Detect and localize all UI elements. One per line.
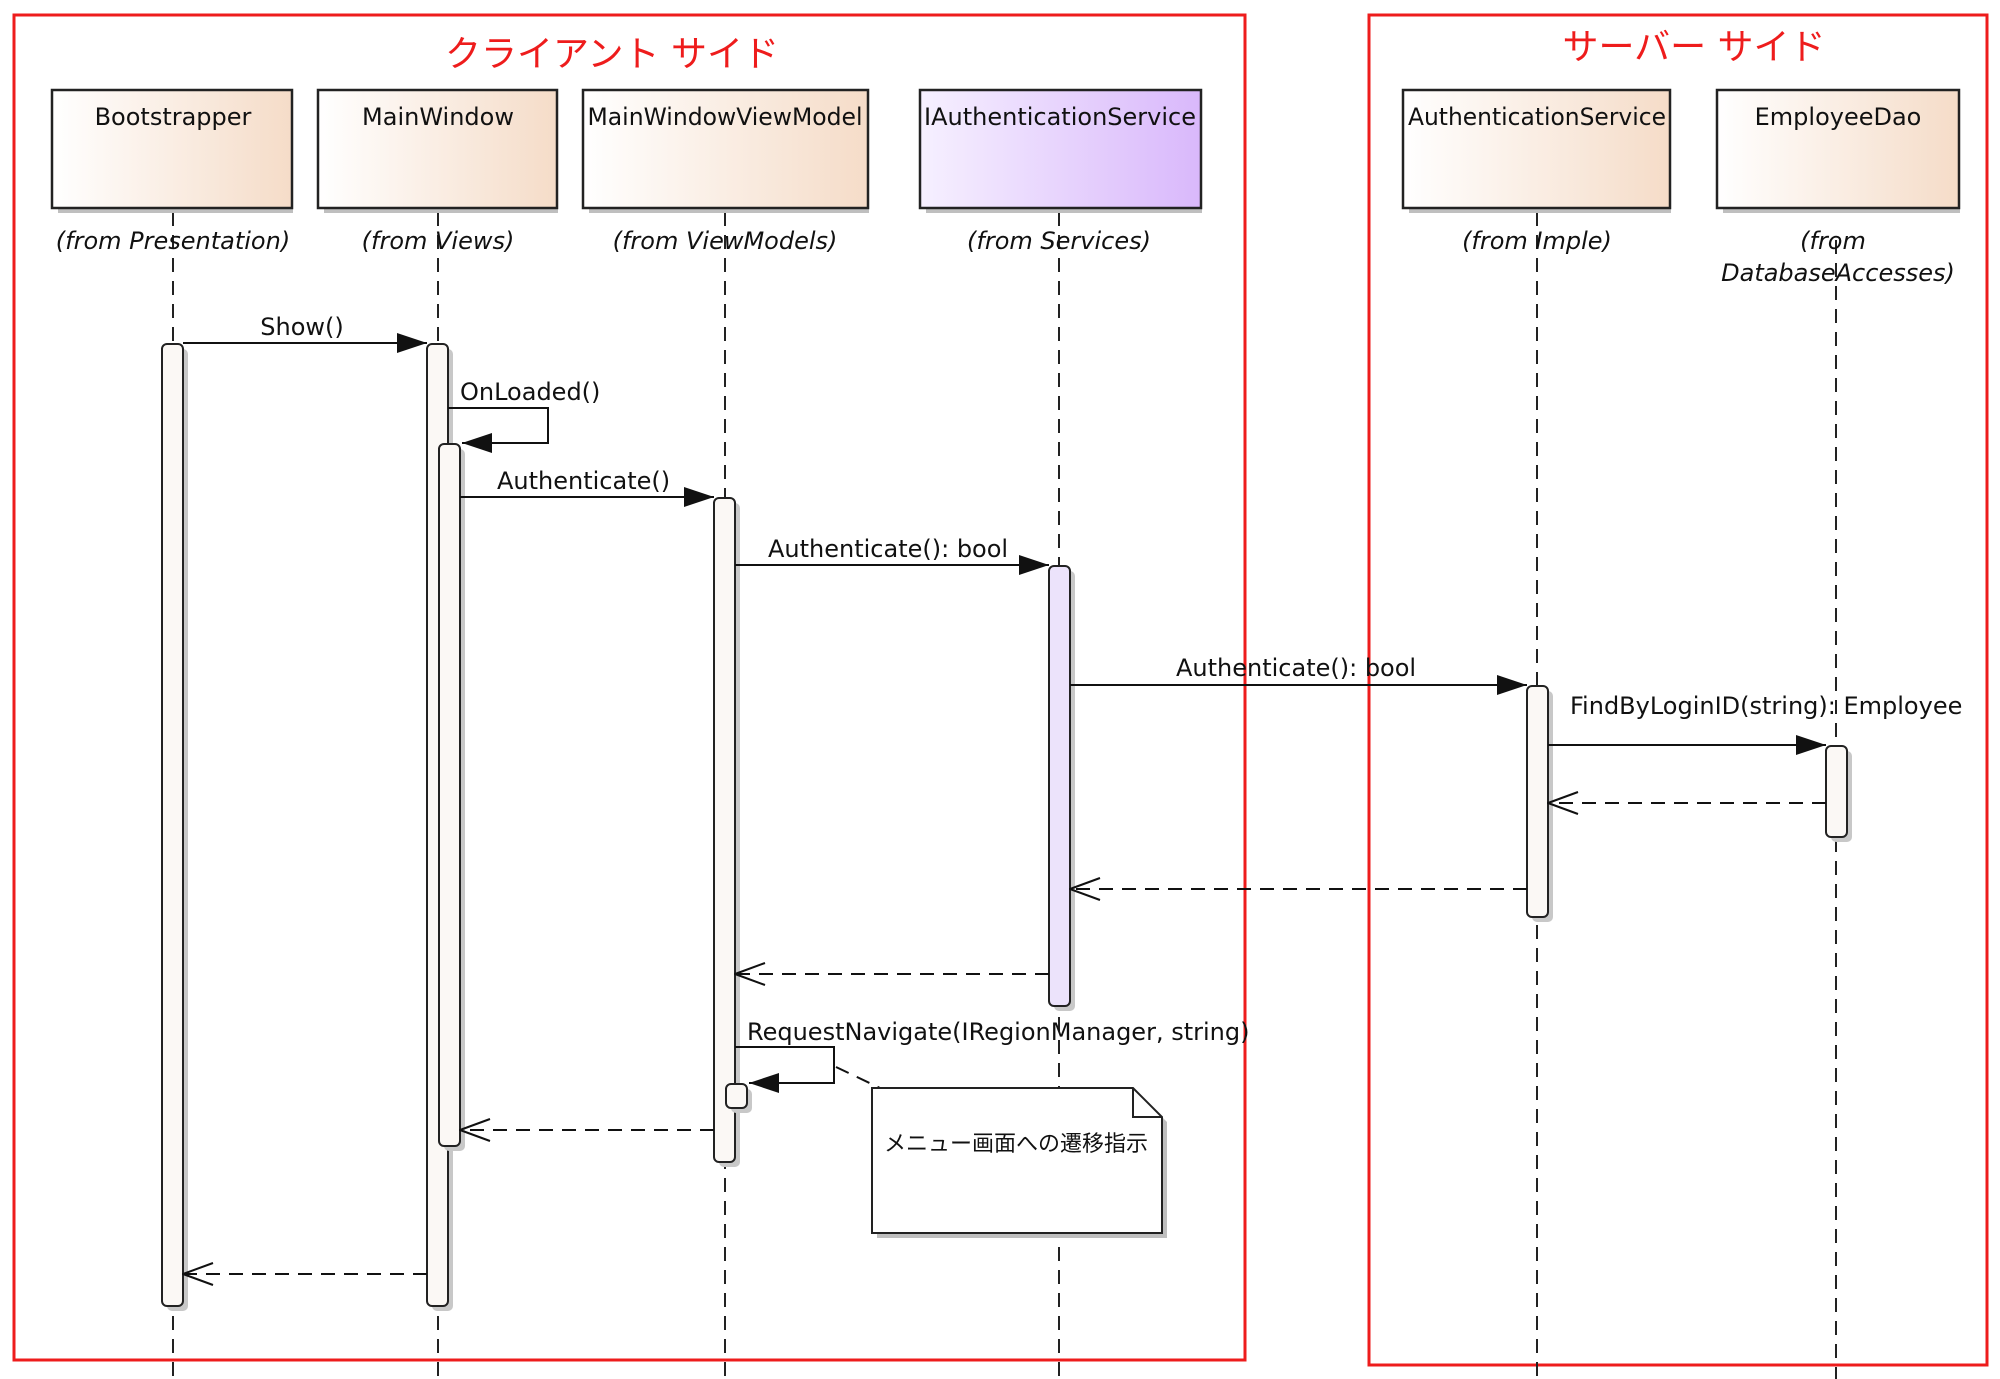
client-side-title: クライアント サイド [445,34,779,75]
object-package: (from Services) [967,227,1151,255]
message-authenticate-server-label: Authenticate(): bool [1176,654,1416,682]
object-iauthenticationservice: IAuthenticationService (from Services) [918,88,1203,255]
object-name: EmployeeDao [1755,103,1922,131]
message-authenticate-label: Authenticate() [497,467,670,495]
object-name: IAuthenticationService [924,103,1196,131]
object-name: AuthenticationService [1408,103,1666,131]
message-requestnavigate-label: RequestNavigate(IRegionManager, string) [747,1018,1249,1046]
object-package-line2: DatabaseAccesses) [1721,259,1955,287]
object-name: MainWindow [362,103,514,131]
note-text: メニュー画面への遷移指示 [884,1132,1148,1157]
object-name: Bootstrapper [95,103,252,131]
server-side-title: サーバー サイド [1562,27,1825,68]
activation-mainwindowviewmodel-nested [725,1083,752,1113]
message-requestnavigate-arrow [735,1046,835,1093]
object-package: (from ViewModels) [613,227,838,255]
object-package: (from Views) [362,227,515,255]
message-onloaded-label: OnLoaded() [460,378,600,406]
object-package: (from Imple) [1462,227,1612,255]
client-side-frame: クライアント サイド [12,13,1247,1362]
activation-bootstrapper [161,343,188,1311]
note-connector [835,1066,881,1089]
object-name: MainWindowViewModel [588,103,863,131]
object-employeedao: EmployeeDao (from DatabaseAccesses) [1715,88,1961,287]
activation-mainwindow-nested [438,443,465,1151]
activation-iauthenticationservice [1048,565,1075,1011]
object-mainwindow: MainWindow (from Views) [316,88,559,255]
message-findbyloginid-label: FindByLoginID(string): Employee [1570,692,1962,720]
message-onloaded-arrow [448,407,549,453]
server-side-frame: サーバー サイド [1367,13,1989,1367]
object-bootstrapper: Bootstrapper (from Presentation) [50,88,294,255]
note: メニュー画面への遷移指示 [835,1066,1167,1238]
message-show-label: Show() [260,313,343,341]
activation-authenticationservice [1526,685,1553,922]
activation-mainwindowviewmodel [713,497,740,1167]
object-mainwindowviewmodel: MainWindowViewModel (from ViewModels) [581,88,870,255]
message-authenticate-bool-label: Authenticate(): bool [768,535,1008,563]
object-package-line1: (from [1800,227,1866,255]
activation-employeedao [1825,745,1852,842]
object-authenticationservice: AuthenticationService (from Imple) [1401,88,1672,255]
object-package: (from Presentation) [56,227,290,255]
